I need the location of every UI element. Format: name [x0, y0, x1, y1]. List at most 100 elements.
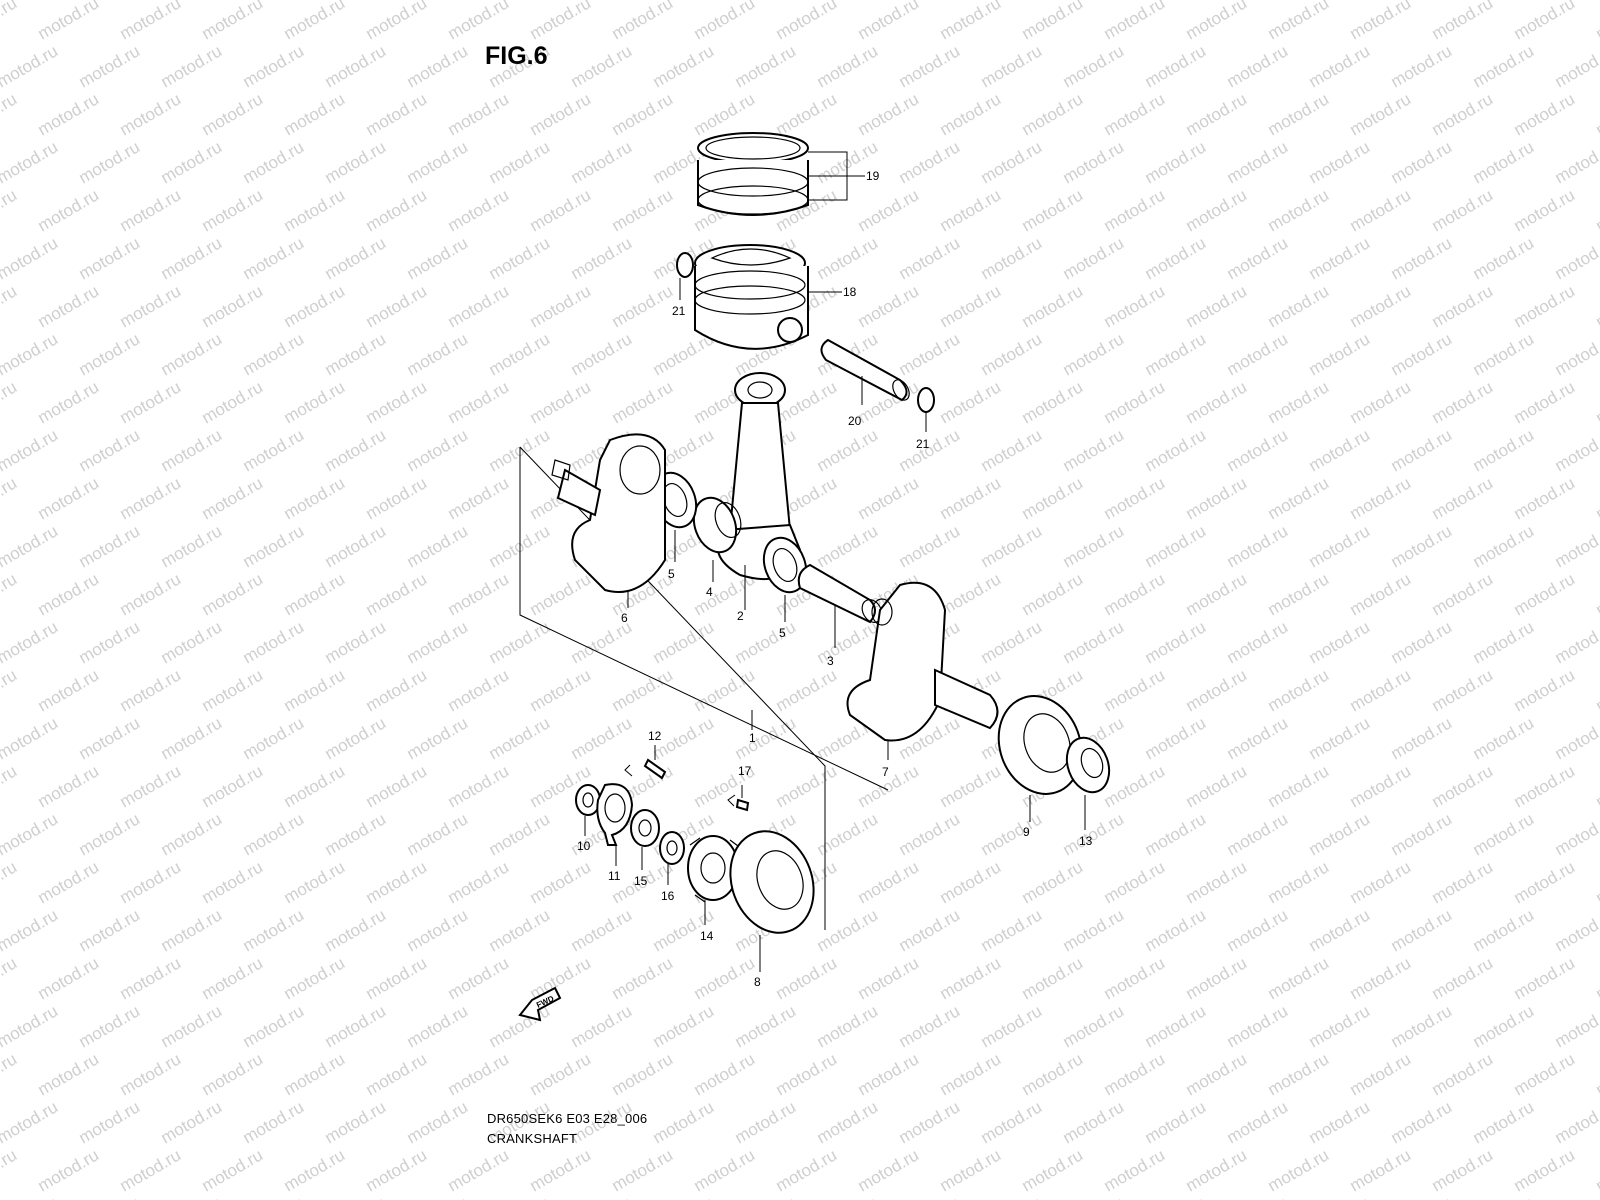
watermark-text: motod.ru	[281, 1145, 349, 1195]
watermark-text: motod.ru	[0, 425, 61, 475]
watermark-text: motod.ru	[527, 569, 595, 619]
watermark-text: motod.ru	[0, 41, 61, 91]
watermark-text: motod.ru	[281, 761, 349, 811]
watermark-text: motod.ru	[1183, 1049, 1251, 1099]
watermark-text: motod.ru	[363, 665, 431, 715]
watermark-text: motod.ru	[76, 137, 144, 187]
watermark-text: motod.ru	[609, 953, 677, 1003]
watermark-text: motod.ru	[937, 377, 1005, 427]
watermark-text: motod.ru	[896, 1193, 964, 1200]
watermark-text: motod.ru	[240, 713, 308, 763]
callout-3: 3	[827, 654, 834, 668]
watermark-text: motod.ru	[486, 425, 554, 475]
watermark-text: motod.ru	[773, 953, 841, 1003]
watermark-text: motod.ru	[445, 569, 513, 619]
watermark-text: motod.ru	[1265, 761, 1333, 811]
watermark-text: motod.ru	[1347, 953, 1415, 1003]
figure-title: FIG.6	[485, 42, 548, 70]
watermark-text: motod.ru	[35, 857, 103, 907]
watermark-text: motod.ru	[1429, 953, 1497, 1003]
watermark-text: motod.ru	[1265, 857, 1333, 907]
watermark-text: motod.ru	[199, 1049, 267, 1099]
watermark-text: motod.ru	[1060, 329, 1128, 379]
callout-11: 11	[608, 869, 621, 883]
watermark-text: motod.ru	[1142, 425, 1210, 475]
watermark-text: motod.ru	[486, 905, 554, 955]
callout-14: 14	[700, 929, 714, 943]
watermark-text: motod.ru	[199, 0, 267, 43]
watermark-text: motod.ru	[1593, 857, 1600, 907]
watermark-text: motod.ru	[1019, 0, 1087, 43]
watermark-text: motod.ru	[732, 617, 800, 667]
watermark-text: motod.ru	[1429, 761, 1497, 811]
watermark-text: motod.ru	[158, 233, 226, 283]
circlip-left	[676, 252, 694, 278]
watermark-text: motod.ru	[404, 617, 472, 667]
watermark-text: motod.ru	[1429, 1145, 1497, 1195]
watermark-text: motod.ru	[76, 617, 144, 667]
assembly-bracket	[519, 447, 889, 791]
watermark-text: motod.ru	[978, 329, 1046, 379]
watermark-text: motod.ru	[404, 1193, 472, 1200]
watermark-text: motod.ru	[35, 0, 103, 43]
watermark-text: motod.ru	[1060, 41, 1128, 91]
watermark-text: motod.ru	[1347, 473, 1415, 523]
watermark-text: motod.ru	[978, 809, 1046, 859]
watermark-text: motod.ru	[363, 185, 431, 235]
watermark-text: motod.ru	[814, 41, 882, 91]
watermark-text: motod.ru	[199, 665, 267, 715]
watermark-text: motod.ru	[732, 1097, 800, 1147]
watermark-text: motod.ru	[527, 1145, 595, 1195]
watermark-text: motod.ru	[199, 377, 267, 427]
callout-19: 19	[866, 169, 880, 183]
watermark-text: motod.ru	[1593, 569, 1600, 619]
watermark-text: motod.ru	[527, 185, 595, 235]
watermark-text: motod.ru	[486, 809, 554, 859]
watermark-text: motod.ru	[76, 329, 144, 379]
watermark-text: motod.ru	[1593, 281, 1600, 331]
watermark-text: motod.ru	[1388, 137, 1456, 187]
watermark-text: motod.ru	[404, 1097, 472, 1147]
watermark-text: motod.ru	[404, 905, 472, 955]
watermark-text: motod.ru	[814, 233, 882, 283]
watermark-text: motod.ru	[486, 713, 554, 763]
watermark-text: motod.ru	[937, 89, 1005, 139]
watermark-text: motod.ru	[1265, 569, 1333, 619]
watermark-text: motod.ru	[814, 617, 882, 667]
watermark-text: motod.ru	[35, 185, 103, 235]
watermark-text: motod.ru	[240, 1193, 308, 1200]
watermark-text: motod.ru	[650, 41, 718, 91]
watermark-text: motod.ru	[1511, 1145, 1579, 1195]
watermark-text: motod.ru	[609, 89, 677, 139]
callout-20: 20	[848, 414, 862, 428]
watermark-text: motod.ru	[1470, 137, 1538, 187]
watermark-text: motod.ru	[691, 89, 759, 139]
watermark-text: motod.ru	[896, 1001, 964, 1051]
watermark-text: motod.ru	[1552, 1001, 1600, 1051]
watermark-text: motod.ru	[199, 89, 267, 139]
watermark-text: motod.ru	[1552, 1193, 1600, 1200]
watermark-text: motod.ru	[445, 953, 513, 1003]
watermark-text: motod.ru	[1429, 1049, 1497, 1099]
watermark-text: motod.ru	[0, 233, 61, 283]
watermark-text: motod.ru	[1552, 905, 1600, 955]
callout-15: 15	[634, 874, 648, 888]
watermark-text: motod.ru	[568, 905, 636, 955]
watermark-text: motod.ru	[1060, 1097, 1128, 1147]
watermark-text: motod.ru	[76, 905, 144, 955]
watermark-text: motod.ru	[1388, 1193, 1456, 1200]
watermark-text: motod.ru	[322, 1001, 390, 1051]
spacer	[630, 809, 660, 847]
watermark-text: motod.ru	[158, 521, 226, 571]
watermark-text: motod.ru	[1347, 1145, 1415, 1195]
watermark-text: motod.ru	[1306, 425, 1374, 475]
watermark-text: motod.ru	[0, 329, 61, 379]
watermark-text: motod.ru	[1265, 281, 1333, 331]
watermark-text: motod.ru	[1224, 137, 1292, 187]
watermark-text: motod.ru	[1019, 953, 1087, 1003]
watermark-text: motod.ru	[896, 329, 964, 379]
watermark-text: motod.ru	[1552, 137, 1600, 187]
main-bearing-right	[997, 695, 1083, 795]
watermark-text: motod.ru	[1224, 1097, 1292, 1147]
watermark-text: motod.ru	[1306, 809, 1374, 859]
